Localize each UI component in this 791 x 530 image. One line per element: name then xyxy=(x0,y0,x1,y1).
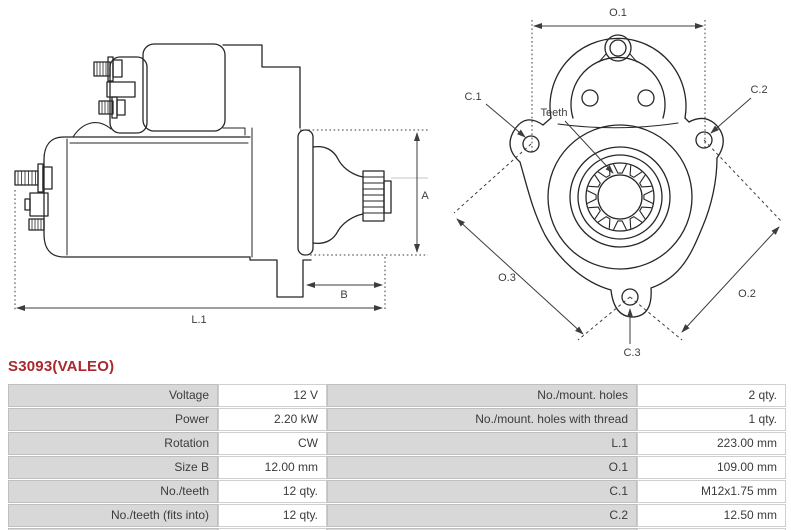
teeth-label: Teeth xyxy=(541,107,568,119)
spec-value-cell: M12x1.75 mm xyxy=(637,480,786,503)
spec-value-cell: 2.20 kW xyxy=(218,408,327,431)
dim-label-a: A xyxy=(421,190,429,202)
spec-label-cell: C.2 xyxy=(327,504,637,527)
front-view-dimensions xyxy=(453,20,782,344)
spec-label-cell xyxy=(8,528,218,530)
spec-value-cell: 12.50 mm xyxy=(637,504,786,527)
side-view-dimensions xyxy=(14,129,428,311)
spec-label-cell: No./teeth (fits into) xyxy=(8,504,218,527)
spec-value-cell xyxy=(637,528,786,530)
spec-label-cell xyxy=(327,528,637,530)
spec-value-cell: 1 qty. xyxy=(637,408,786,431)
spec-value-cell: 109.00 mm xyxy=(637,456,786,479)
spec-value-cell: 12 qty. xyxy=(218,504,327,527)
spec-label-cell: Power xyxy=(8,408,218,431)
dim-label-l1: L.1 xyxy=(191,314,206,326)
starter-side-outline xyxy=(14,43,392,298)
spec-label-cell: No./teeth xyxy=(8,480,218,503)
diagram-front-view: O.1 C.1 C.2 Teeth O.3 O.2 C.3 xyxy=(453,7,782,358)
diagram-side-view: A B L.1 xyxy=(14,43,429,326)
dim-label-c1: C.1 xyxy=(464,91,481,103)
spec-label-cell: L.1 xyxy=(327,432,637,455)
dim-label-c2: C.2 xyxy=(750,84,767,96)
spec-value-cell: 223.00 mm xyxy=(637,432,786,455)
spec-label-cell: No./mount. holes with thread xyxy=(327,408,637,431)
starter-front-outline xyxy=(509,34,724,318)
dim-label-o2: O.2 xyxy=(738,288,756,300)
spec-value-cell xyxy=(218,528,327,530)
spec-value-cell: 12.00 mm xyxy=(218,456,327,479)
spec-value-cell: 12 qty. xyxy=(218,480,327,503)
spec-value-cell: 2 qty. xyxy=(637,384,786,407)
spec-label-cell: Voltage xyxy=(8,384,218,407)
spec-value-cell: 12 V xyxy=(218,384,327,407)
spec-label-cell: Size B xyxy=(8,456,218,479)
spline-teeth xyxy=(587,164,653,230)
spec-label-cell: C.1 xyxy=(327,480,637,503)
spec-table: Voltage 12 V No./mount. holes 2 qty. Pow… xyxy=(8,384,786,530)
part-number: S3093(VALEO) xyxy=(8,358,115,375)
dim-label-c3: C.3 xyxy=(623,347,640,358)
spec-label-cell: No./mount. holes xyxy=(327,384,637,407)
spec-label-cell: O.1 xyxy=(327,456,637,479)
dim-label-o3: O.3 xyxy=(498,272,516,284)
spec-label-cell: Rotation xyxy=(8,432,218,455)
spec-value-cell: CW xyxy=(218,432,327,455)
dim-label-o1: O.1 xyxy=(609,7,627,19)
dim-label-b: B xyxy=(340,289,347,301)
